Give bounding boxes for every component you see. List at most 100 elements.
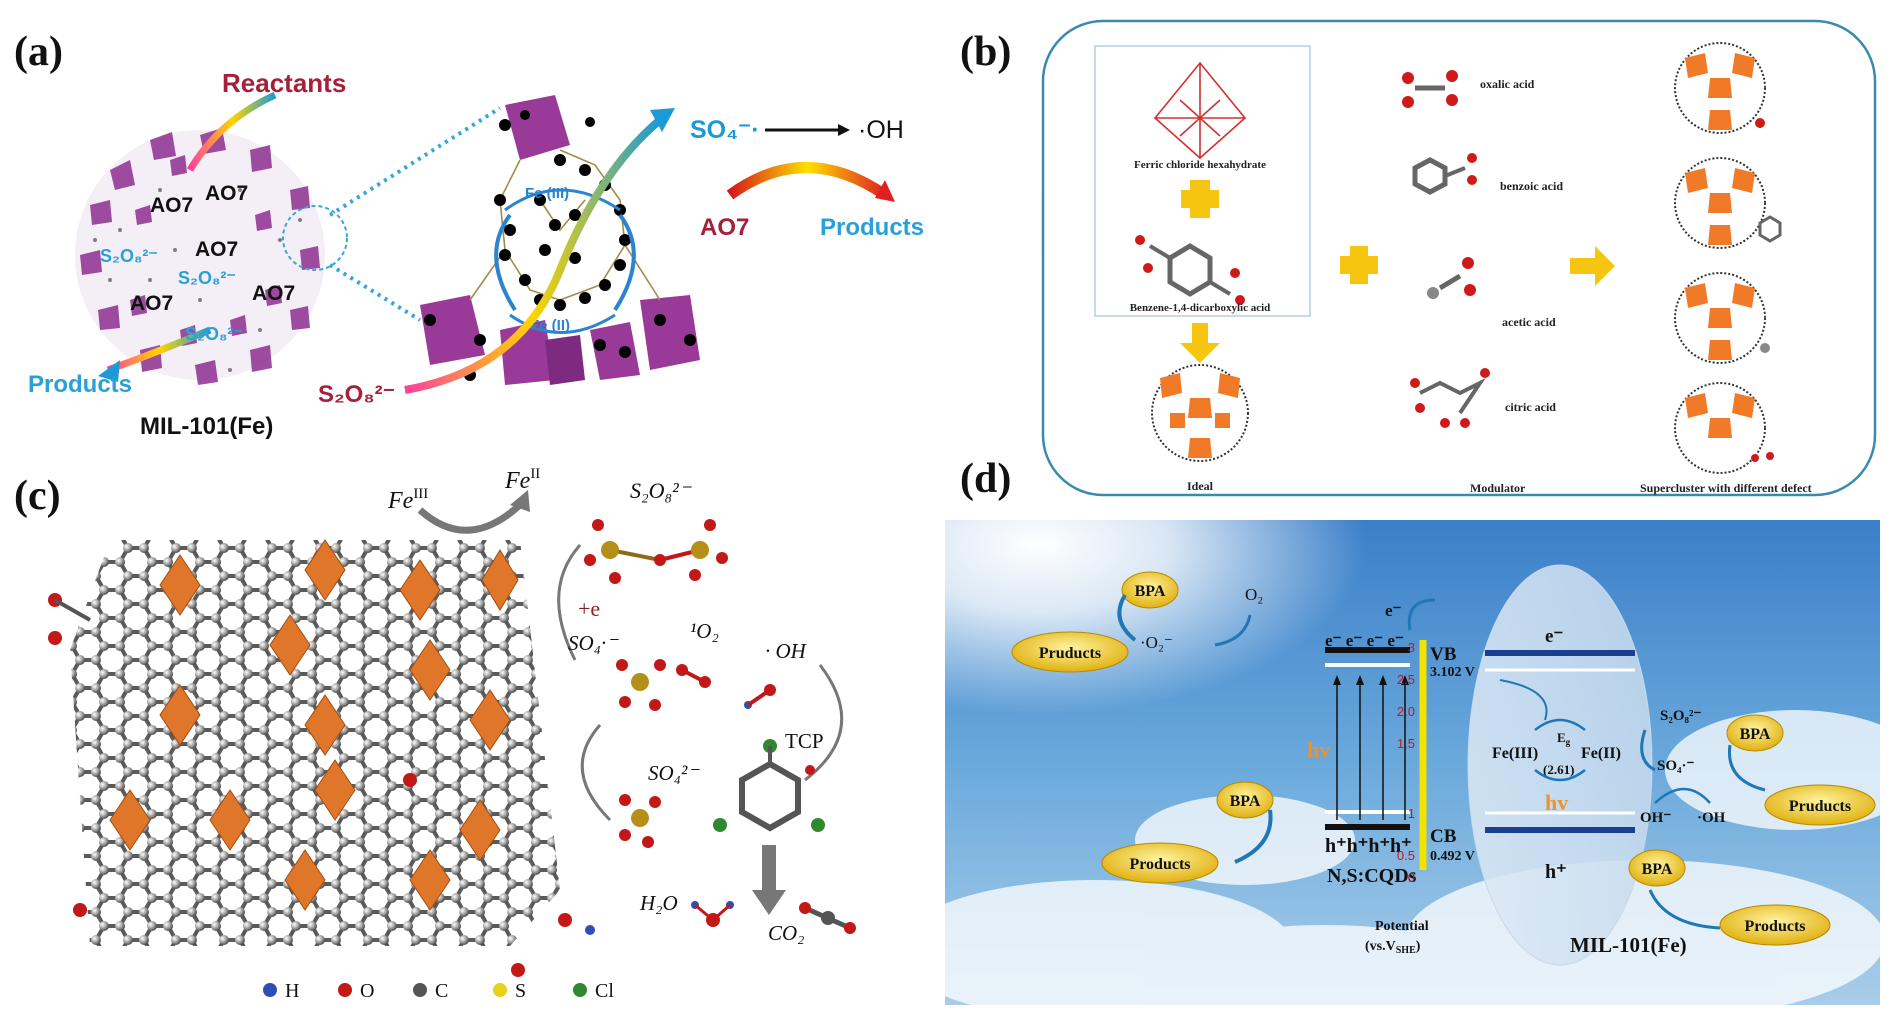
reaction-arrow [557, 544, 582, 661]
oxalic-molecule [1402, 70, 1458, 108]
acid-label: oxalic acid [1480, 77, 1535, 91]
functional-groups [48, 593, 595, 977]
products-label: Products [1744, 918, 1805, 935]
sulfate-molecule [619, 794, 661, 848]
citric-molecule [1410, 368, 1490, 428]
so4-radical-molecule [616, 659, 666, 711]
down-arrow [1180, 323, 1220, 363]
s2o8-label-right: S₂O₈²⁻ [318, 381, 395, 408]
plus-e-label: +e [578, 596, 600, 621]
superoxide-label: ·O₂⁻ [1140, 633, 1173, 652]
axis-tick: 1.5 [1397, 736, 1415, 751]
eg-label: Eg [1557, 730, 1571, 747]
panel-d: BPA Pruducts ·O₂⁻ O₂ e⁻ e⁻ e⁻ e⁻ hv h⁺h⁺… [945, 520, 1880, 1005]
so4-radical-label: SO₄·⁻ [568, 631, 619, 655]
bdc-molecule [1135, 235, 1245, 305]
water-molecule [691, 901, 734, 927]
bdc-label: Benzene-1,4-dicarboxylic acid [1130, 302, 1271, 314]
ao7-label: AO7 [205, 182, 248, 205]
axis-tick: 3 [1408, 640, 1415, 655]
cqd-levels [1325, 647, 1410, 830]
ao7-label: AO7 [130, 292, 173, 315]
co2-molecule [799, 902, 856, 934]
panel-c: FeIII FeII S₂O₈²⁻ +e SO₄·⁻ ¹O₂ · OH SO₄²… [48, 466, 856, 1002]
legend-label: C [435, 980, 448, 1002]
products-label: Products [1129, 856, 1190, 873]
bpa-label: BPA [1135, 583, 1166, 600]
reactants-arrow [186, 91, 277, 172]
vb-label: VB [1430, 644, 1457, 665]
s2o8-label: S₂O₈²⁻ [178, 268, 236, 288]
ideal-supercluster [1151, 364, 1249, 462]
acetic-molecule [1427, 257, 1476, 299]
reactants-label: Reactants [222, 68, 346, 98]
fe-octahedra [109, 539, 519, 911]
graphene-sheet [70, 540, 560, 946]
ferric-label: Ferric chloride hexahydrate [1134, 159, 1266, 171]
holes-label: h⁺h⁺h⁺h⁺ [1325, 835, 1412, 857]
ao7-label: AO7 [252, 282, 295, 305]
hydroxide-label: OH⁻ [1640, 810, 1671, 826]
s2o8-label: S₂O₈²⁻ [630, 478, 693, 503]
panel-b: Ferric chloride hexahydrate Benzene-1,4-… [1041, 19, 1877, 497]
axis-tick: 2.0 [1397, 704, 1415, 719]
zoom-line [328, 263, 422, 322]
panel-a: Reactants Products MIL-101(Fe) AO7 AO7 A… [28, 68, 924, 440]
mil-label: MIL-101(Fe) [140, 413, 273, 440]
panel-label-c: (c) [14, 473, 61, 519]
axis-tick: 1 [1408, 806, 1415, 821]
s2o8-label: S₂O₈²⁻ [185, 324, 243, 344]
down-arrow [752, 845, 786, 915]
legend-label: S [515, 980, 526, 1002]
plus-icon [1181, 180, 1219, 218]
fe2-label: Fe(II) [1581, 745, 1621, 762]
oh-label: · OH [765, 639, 808, 663]
pruducts-label: Pruducts [1789, 798, 1851, 815]
singlet-oxygen-label: ¹O₂ [690, 619, 719, 643]
fe3-label: Fe (III) [525, 185, 569, 202]
octahedron-icon [1153, 61, 1247, 160]
eg-value: (2.61) [1543, 762, 1574, 777]
supercluster-list [1674, 42, 1782, 474]
so4-label: SO₄⁻· [690, 116, 760, 144]
tcp-molecule [713, 739, 825, 832]
o2-label: O₂ [1245, 585, 1263, 604]
right-arrow [1570, 246, 1615, 286]
oh-molecule [744, 684, 776, 709]
fe2-label: FeII [504, 466, 540, 494]
legend-label: H [285, 980, 299, 1002]
axis-tick: 2.5 [1397, 672, 1415, 687]
mil-oval [1467, 564, 1653, 966]
benzoic-molecule [1412, 153, 1477, 195]
axis-tick: 0.5 [1397, 848, 1415, 863]
ao7-label: AO7 [150, 194, 193, 217]
hydroxyl-label: ·OH [1697, 810, 1726, 826]
water-label: H₂O [639, 891, 678, 915]
acid-label: acetic acid [1502, 315, 1556, 329]
sulfate-label: SO₄²⁻ [648, 761, 700, 785]
bpa-label: BPA [1230, 793, 1261, 810]
supercluster-label: Supercluster with different defect [1640, 481, 1812, 495]
products-label-left: Products [28, 371, 132, 398]
so4-label: SO₄·⁻ [1657, 758, 1695, 774]
ideal-label: Ideal [1187, 479, 1214, 493]
cb-potential: 0.492 V [1430, 849, 1475, 864]
fe-cluster: Fe (III) Fe (II) [420, 95, 700, 385]
fe-cycle-arrow [417, 497, 528, 534]
degradation-arc [726, 162, 889, 200]
atom-legend: H O C S Cl [263, 980, 614, 1002]
ao7-right-label: AO7 [700, 214, 749, 241]
panel-label-d: (d) [960, 456, 1012, 502]
acid-label: benzoic acid [1500, 179, 1563, 193]
persulfate-arrow [404, 116, 663, 394]
legend-label: O [360, 980, 374, 1002]
cqds-label: N,S:CQDs [1327, 865, 1417, 887]
legend-label: Cl [595, 980, 614, 1002]
e-label: e⁻ [1545, 626, 1563, 647]
products-right-label: Products [820, 214, 924, 241]
potential-label: Potential [1375, 919, 1429, 934]
mil-label: MIL-101(Fe) [1570, 933, 1687, 957]
so4-arrow [580, 724, 612, 822]
plus-icon [1340, 246, 1378, 284]
bpa-label: BPA [1740, 726, 1771, 743]
